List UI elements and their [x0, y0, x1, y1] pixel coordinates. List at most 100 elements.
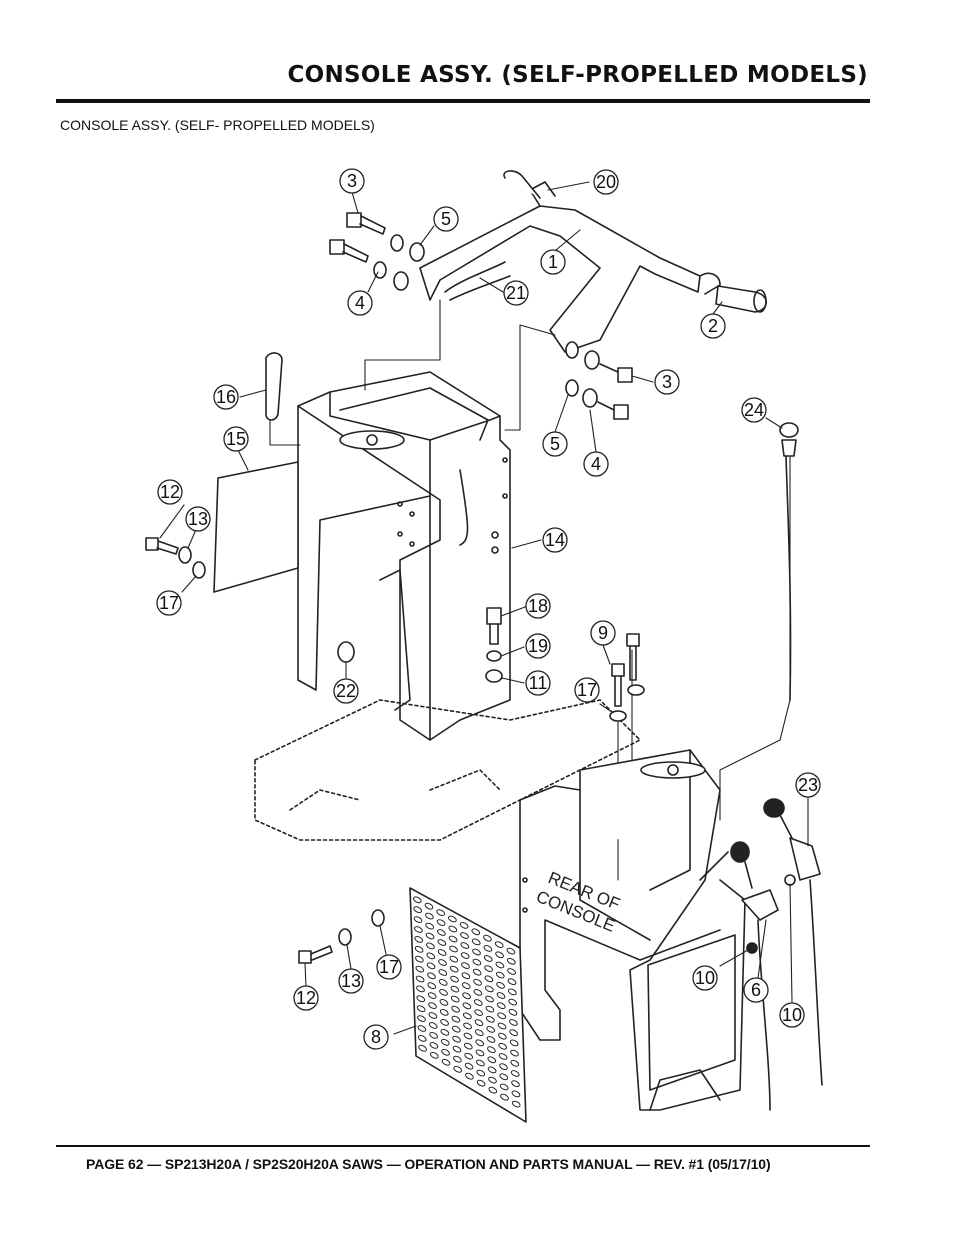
- callout-c3a: 3: [339, 168, 365, 194]
- callout-circle: [743, 977, 769, 1003]
- grille-hole: [510, 1070, 520, 1077]
- callout-label: 4: [591, 454, 601, 474]
- grille-hole: [494, 941, 504, 948]
- figure-caption: CONSOLE ASSY. (SELF- PROPELLED MODELS): [60, 117, 375, 133]
- grille-hole: [488, 1076, 497, 1084]
- callout-label: 2: [708, 316, 718, 336]
- grille-hole: [511, 1090, 521, 1098]
- callout-label: 14: [545, 530, 565, 550]
- grille-hole: [473, 989, 483, 996]
- callout-circle: [542, 527, 568, 553]
- bolt-18: [485, 607, 503, 683]
- grille-hole: [448, 925, 458, 933]
- choke-cable-24: [779, 422, 799, 701]
- callout-label: 5: [550, 434, 560, 454]
- grille-hole: [459, 922, 469, 929]
- callout-c12b: 12: [293, 985, 319, 1011]
- grille-hole: [463, 1032, 473, 1040]
- callout-circle: [540, 249, 566, 275]
- callout-c13b: 13: [338, 968, 364, 994]
- grille-hole: [483, 934, 492, 942]
- callout-circle: [156, 590, 182, 616]
- callout-circle: [590, 620, 616, 646]
- grille-hole: [495, 951, 504, 959]
- grille-hole: [472, 958, 482, 966]
- grille-hole: [437, 939, 447, 946]
- grille-hole: [439, 1009, 449, 1016]
- grille-hole: [495, 971, 505, 979]
- callout-c11: 11: [525, 670, 551, 696]
- grille-hole: [440, 1019, 449, 1026]
- grille-hole: [495, 961, 505, 969]
- grille-hole: [498, 1032, 507, 1040]
- callout-c10a: 10: [692, 965, 718, 991]
- grille-hole: [476, 1069, 486, 1077]
- grille-hole: [441, 1058, 451, 1066]
- grille-hole: [511, 1100, 521, 1108]
- bolt-9: [609, 633, 645, 722]
- grille-hole: [472, 968, 482, 976]
- front-console: [297, 371, 511, 741]
- callout-circle: [338, 968, 364, 994]
- callout-c4a: 4: [347, 290, 373, 316]
- grille-hole: [425, 932, 435, 940]
- callout-label: 10: [782, 1005, 802, 1025]
- grille-hole: [507, 978, 517, 986]
- grille-hole: [418, 1044, 427, 1052]
- grille-hole: [500, 1093, 509, 1101]
- grille-hole: [506, 957, 516, 965]
- grille-hole: [450, 975, 459, 983]
- grille-hole: [486, 1036, 496, 1043]
- grille-hole: [506, 947, 516, 955]
- callout-c23: 23: [795, 772, 821, 798]
- callout-label: 17: [379, 957, 399, 977]
- callout-label: 17: [577, 680, 597, 700]
- grille-hole: [413, 906, 423, 914]
- callout-circle: [347, 290, 373, 316]
- grille-hole: [498, 1053, 508, 1060]
- grille-hole: [484, 965, 493, 972]
- grille-hole: [453, 1055, 462, 1063]
- callout-label: 12: [296, 988, 316, 1008]
- callout-c20: 20: [593, 169, 619, 195]
- callout-label: 9: [598, 623, 608, 643]
- callout-c22: 22: [333, 678, 359, 704]
- grille-hole: [429, 1042, 439, 1049]
- grille-hole: [427, 972, 436, 980]
- callout-label: 6: [751, 980, 761, 1000]
- grille-hole: [449, 955, 459, 963]
- grille-hole: [460, 942, 470, 949]
- grille-hole: [476, 1059, 485, 1067]
- callout-label: 19: [528, 636, 548, 656]
- grille-hole: [461, 982, 471, 990]
- grille-hole: [473, 999, 483, 1006]
- grille-hole: [452, 1035, 461, 1043]
- callout-label: 10: [695, 968, 715, 988]
- callout-circle: [593, 169, 619, 195]
- grille-hole: [460, 932, 469, 939]
- grille-hole: [499, 1083, 509, 1091]
- grip: [715, 285, 768, 313]
- callout-c17c: 17: [376, 954, 402, 980]
- callout-circle: [700, 313, 726, 339]
- callout-c4b: 4: [583, 451, 609, 477]
- grille-hole: [417, 1035, 427, 1042]
- callout-label: 18: [528, 596, 548, 616]
- grille-hole: [438, 959, 447, 966]
- grille-hole: [426, 952, 436, 960]
- callout-c5a: 5: [433, 206, 459, 232]
- grille-hole: [429, 1051, 439, 1059]
- grille-hole: [507, 968, 516, 975]
- callout-label: 13: [341, 971, 361, 991]
- grille-hole: [412, 896, 422, 904]
- callout-circle: [779, 1002, 805, 1028]
- grille-hole: [471, 928, 481, 936]
- grille-hole: [429, 1032, 438, 1039]
- callout-c14: 14: [542, 527, 568, 553]
- page-title: CONSOLE ASSY. (SELF-PROPELLED MODELS): [287, 62, 868, 88]
- callout-c8: 8: [363, 1024, 389, 1050]
- grille-hole: [509, 1019, 518, 1026]
- grille-hole: [487, 1056, 497, 1064]
- grille-hole: [464, 1052, 474, 1060]
- grille-hole: [496, 992, 506, 999]
